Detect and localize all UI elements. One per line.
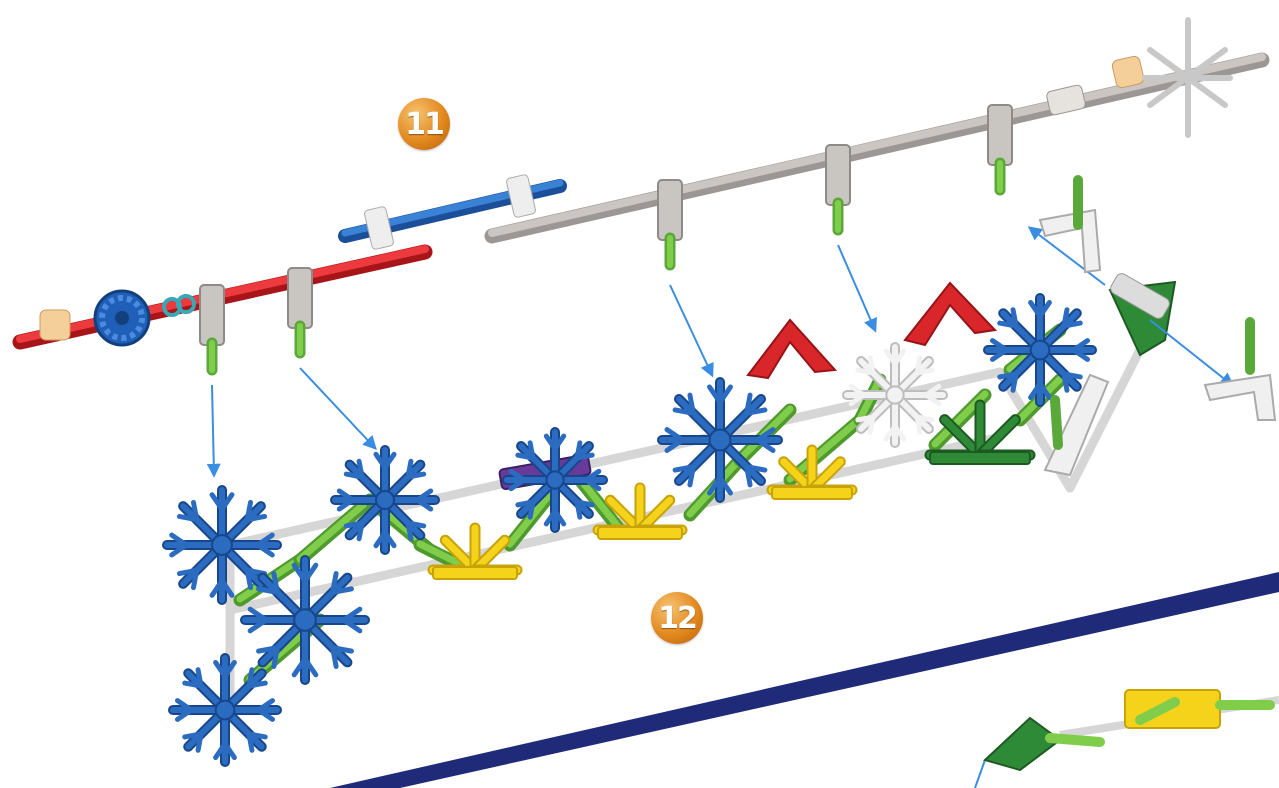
spacer xyxy=(1046,84,1086,115)
step-11-badge: 11 xyxy=(398,98,450,150)
clip-tan xyxy=(1111,55,1145,89)
blue-snowflake-connector xyxy=(662,382,778,498)
blue-snowflake-connector xyxy=(507,432,603,528)
bottom-partial-assembly xyxy=(985,690,1279,770)
gray-clip xyxy=(200,285,224,370)
white-snowflake-connector xyxy=(847,347,943,443)
arrow xyxy=(838,245,875,330)
step-12-badge: 12 xyxy=(651,592,703,644)
clip-tan xyxy=(40,310,70,340)
arrow xyxy=(212,385,214,475)
white-snowflake-connector xyxy=(1145,20,1230,135)
gray-clip xyxy=(658,180,682,265)
arrow xyxy=(670,285,712,375)
blue-snowflake-connector xyxy=(335,450,435,550)
page-divider-band xyxy=(330,572,1279,788)
blue-snowflake-connector xyxy=(173,658,277,762)
blue-snowflake-connector xyxy=(988,298,1092,402)
arrow xyxy=(300,368,375,448)
blue-rod xyxy=(345,174,560,250)
blue-snowflake-connector xyxy=(245,560,365,680)
gray-clip xyxy=(826,145,850,230)
gear xyxy=(95,291,149,345)
arrow xyxy=(1150,320,1232,385)
gray-clip xyxy=(988,105,1012,190)
arrow xyxy=(975,760,985,788)
gray-clip xyxy=(288,268,312,353)
blue-snowflake-connector xyxy=(167,490,277,600)
gray-axle xyxy=(492,55,1262,236)
